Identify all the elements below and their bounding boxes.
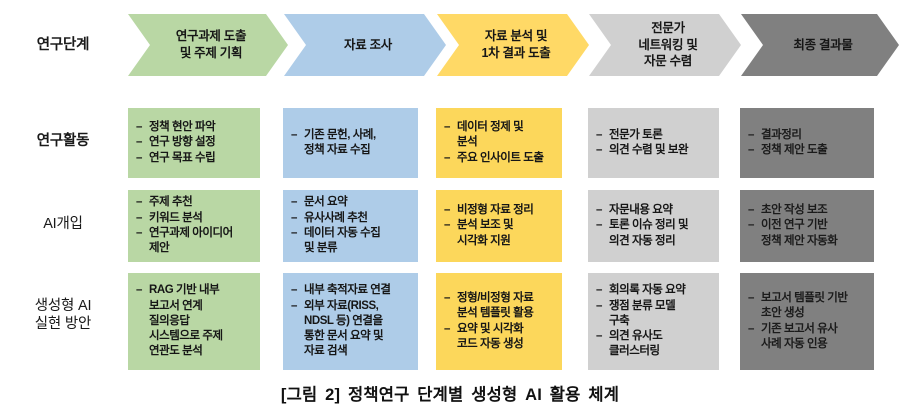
- row-label-ai-intervention: AI개입: [43, 216, 83, 232]
- list-item: 비정형 자료 정리: [444, 203, 554, 219]
- stage-banner-3: 자료 분석 및 1차 결과 도출: [437, 14, 589, 76]
- cell-research-activity-4: 전문가 토론의견 수렴 및 보완: [588, 108, 719, 178]
- list-item: 외부 자료(RISS, NDSL 등) 연결을 통한 문서 요약 및 자료 검색: [291, 299, 410, 360]
- list-item: 키워드 분석: [136, 211, 252, 227]
- list-item: 주요 인사이트 도출: [444, 151, 554, 167]
- list-item: 초안 작성 보조: [748, 203, 866, 219]
- list-item: 데이터 자동 수집 및 분류: [291, 226, 410, 257]
- cell-ai-intervention-3: 비정형 자료 정리분석 보조 및 시각화 지원: [436, 190, 562, 262]
- list-item: 결과정리: [748, 128, 866, 144]
- list-item: 요약 및 시각화 코드 자동 생성: [444, 322, 554, 353]
- list-item: 주제 추천: [136, 195, 252, 211]
- cell-genai-implementation-3: 정형/비정형 자료 분석 템플릿 활용요약 및 시각화 코드 자동 생성: [436, 273, 562, 370]
- stage-banner-2: 자료 조사: [284, 14, 446, 76]
- cell-genai-implementation-2: 내부 축적자료 연결외부 자료(RISS, NDSL 등) 연결을 통한 문서 …: [283, 273, 418, 370]
- cell-research-activity-1: 정책 현안 파악연구 방향 설정연구 목표 수립: [128, 108, 260, 178]
- list-item: 회의록 자동 요약: [596, 283, 711, 299]
- list-item: 정책 제안 도출: [748, 143, 866, 159]
- cell-ai-intervention-5: 초안 작성 보조이전 연구 기반 정책 제안 자동화: [740, 190, 874, 262]
- list-item: 연구 방향 설정: [136, 135, 252, 151]
- stage-banner-5: 최종 결과물: [741, 14, 899, 76]
- list-item: RAG 기반 내부 보고서 연계 질의응답 시스템으로 주제 연관도 분석: [136, 283, 252, 359]
- stage-banner-1: 연구과제 도출 및 주제 기획: [128, 14, 288, 76]
- list-item: 이전 연구 기반 정책 제안 자동화: [748, 218, 866, 249]
- figure-caption: [그림 2] 정책연구 단계별 생성형 AI 활용 체계: [280, 386, 620, 404]
- list-item: 의견 유사도 클러스터링: [596, 329, 711, 360]
- list-item: 의견 수렴 및 보완: [596, 143, 711, 159]
- list-item: 정책 현안 파악: [136, 120, 252, 136]
- list-item: 연구 목표 수립: [136, 151, 252, 167]
- stage-banner-4: 전문가 네트워킹 및 자문 수렴: [589, 14, 741, 76]
- cell-research-activity-3: 데이터 정제 및 분석주요 인사이트 도출: [436, 108, 562, 178]
- row-label-research-stage: 연구단계: [36, 37, 90, 53]
- list-item: 연구과제 아이디어 제안: [136, 226, 252, 257]
- row-label-genai-implementation: 생성형 AI 실현 방안: [34, 298, 92, 333]
- cell-genai-implementation-4: 회의록 자동 요약쟁점 분류 모델 구축의견 유사도 클러스터링: [588, 273, 719, 370]
- list-item: 정형/비정형 자료 분석 템플릿 활용: [444, 291, 554, 322]
- cell-ai-intervention-1: 주제 추천키워드 분석연구과제 아이디어 제안: [128, 190, 260, 262]
- cell-ai-intervention-4: 자문내용 요약토론 이슈 정리 및 의견 자동 정리: [588, 190, 719, 262]
- cell-ai-intervention-2: 문서 요약유사사례 추천데이터 자동 수집 및 분류: [283, 190, 418, 262]
- list-item: 내부 축적자료 연결: [291, 283, 410, 299]
- list-item: 자문내용 요약: [596, 203, 711, 219]
- list-item: 문서 요약: [291, 195, 410, 211]
- list-item: 보고서 템플릿 기반 초안 생성: [748, 291, 866, 322]
- cell-genai-implementation-1: RAG 기반 내부 보고서 연계 질의응답 시스템으로 주제 연관도 분석: [128, 273, 260, 370]
- cell-genai-implementation-5: 보고서 템플릿 기반 초안 생성기존 보고서 유사 사례 자동 인용: [740, 273, 874, 370]
- list-item: 유사사례 추천: [291, 211, 410, 227]
- list-item: 전문가 토론: [596, 128, 711, 144]
- list-item: 기존 보고서 유사 사례 자동 인용: [748, 322, 866, 353]
- list-item: 기존 문헌, 사례, 정책 자료 수집: [291, 128, 410, 159]
- cell-research-activity-2: 기존 문헌, 사례, 정책 자료 수집: [283, 108, 418, 178]
- cell-research-activity-5: 결과정리정책 제안 도출: [740, 108, 874, 178]
- list-item: 쟁점 분류 모델 구축: [596, 299, 711, 330]
- list-item: 분석 보조 및 시각화 지원: [444, 218, 554, 249]
- list-item: 토론 이슈 정리 및 의견 자동 정리: [596, 218, 711, 249]
- list-item: 데이터 정제 및 분석: [444, 120, 554, 151]
- row-label-research-activity: 연구활동: [36, 133, 90, 149]
